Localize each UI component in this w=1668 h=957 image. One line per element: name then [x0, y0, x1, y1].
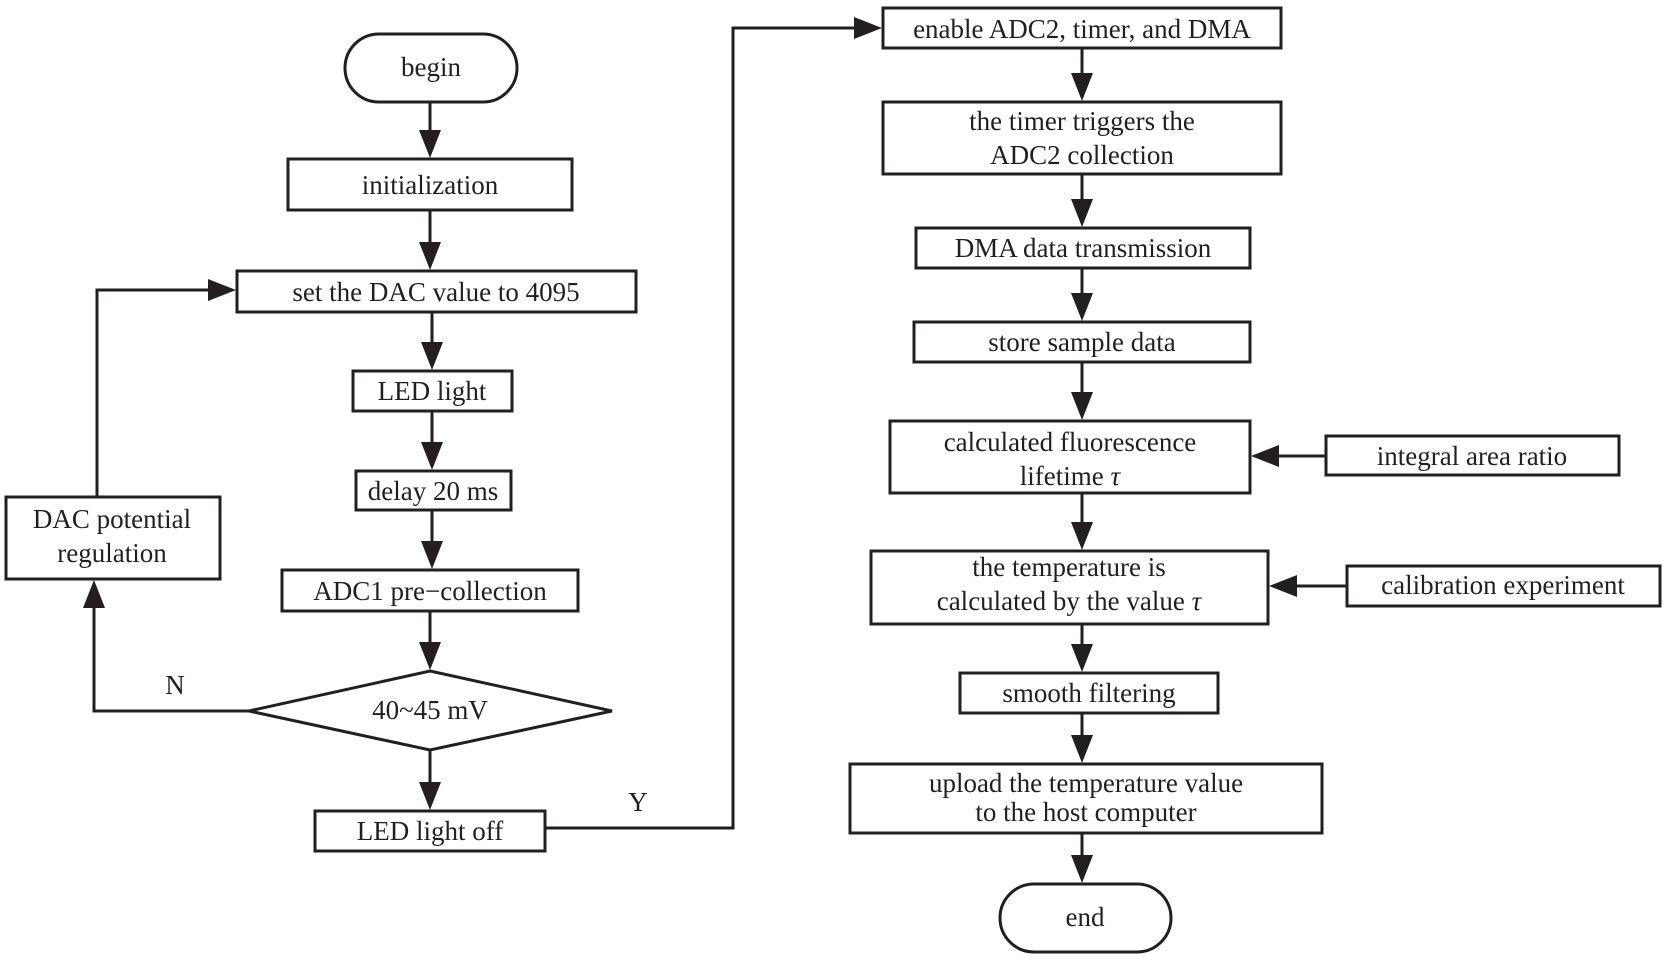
node-store: store sample data	[912, 320, 1252, 364]
smooth-label: smooth filtering	[1002, 678, 1175, 708]
connectors	[83, 17, 1347, 883]
arrow-upload-to-end	[1071, 833, 1093, 883]
set-dac-label: set the DAC value to 4095	[292, 277, 579, 307]
arrow-temperature-to-smooth	[1071, 624, 1093, 672]
arrow-initialization-to-set-dac	[419, 210, 441, 270]
node-end: end	[998, 882, 1173, 954]
node-dac-regulation: DAC potential regulation	[4, 495, 222, 581]
timer-trigger-line-1: the timer triggers the	[969, 106, 1195, 136]
node-initialization: initialization	[286, 157, 574, 212]
dma-label: DMA data transmission	[955, 233, 1212, 263]
tau-symbol: τ	[1192, 586, 1203, 616]
temperature-line-2: calculated by the value τ	[937, 586, 1203, 616]
node-delay: delay 20 ms	[354, 469, 513, 512]
arrow-begin-to-initialization	[419, 102, 441, 158]
arrow-enable-to-timer-trigger	[1071, 48, 1093, 101]
arrow-decision-no-to-dac-regulation	[83, 580, 249, 713]
node-adc1: ADC1 pre−collection	[280, 568, 580, 613]
calc-lifetime-line-2: lifetime τ	[1020, 461, 1122, 491]
node-timer-trigger: the timer triggers the ADC2 collection	[881, 100, 1283, 176]
delay-label: delay 20 ms	[368, 476, 498, 506]
arrow-adc1-to-decision	[419, 611, 441, 670]
begin-label: begin	[401, 52, 461, 82]
node-upload: upload the temperature value to the host…	[848, 762, 1324, 835]
enable-label: enable ADC2, timer, and DMA	[913, 14, 1251, 44]
arrow-dma-to-store	[1071, 268, 1093, 321]
arrow-dac-regulation-to-set-dac	[95, 279, 236, 497]
decision-label: 40~45 mV	[372, 695, 488, 725]
node-enable: enable ADC2, timer, and DMA	[881, 6, 1283, 50]
arrow-led-off-yes-to-enable	[545, 17, 882, 830]
arrow-calc-lifetime-to-temperature	[1071, 493, 1093, 550]
node-decision: 40~45 mV	[248, 669, 613, 752]
upload-line-2: to the host computer	[975, 797, 1196, 827]
dac-regulation-line-1: DAC potential	[33, 504, 191, 534]
node-smooth: smooth filtering	[958, 671, 1220, 715]
arrow-smooth-to-upload	[1071, 713, 1093, 763]
adc1-label: ADC1 pre−collection	[313, 576, 547, 606]
timer-trigger-line-2: ADC2 collection	[990, 140, 1174, 170]
node-begin: begin	[343, 32, 519, 104]
node-calc-lifetime: calculated fluorescence lifetime τ	[888, 419, 1252, 495]
node-dma: DMA data transmission	[914, 226, 1252, 270]
led-off-label: LED light off	[357, 816, 503, 846]
tau-symbol: τ	[1111, 461, 1122, 491]
arrow-set-dac-to-led-light	[421, 312, 443, 370]
node-set-dac: set the DAC value to 4095	[235, 269, 638, 314]
end-label: end	[1066, 902, 1105, 932]
arrow-integral-to-calc-lifetime	[1251, 445, 1326, 467]
initialization-label: initialization	[362, 170, 499, 200]
branch-label-yes: Y	[628, 787, 648, 817]
node-led-off: LED light off	[313, 809, 547, 853]
calc-lifetime-text: lifetime	[1020, 461, 1104, 491]
arrow-decision-to-led-off	[419, 750, 441, 810]
node-temperature: the temperature is calculated by the val…	[869, 549, 1270, 626]
calibration-label: calibration experiment	[1381, 570, 1625, 600]
node-integral: integral area ratio	[1324, 434, 1621, 477]
arrow-store-to-calc-lifetime	[1071, 362, 1093, 420]
node-calibration: calibration experiment	[1345, 564, 1662, 608]
branch-label-no: N	[165, 670, 185, 700]
store-label: store sample data	[988, 327, 1175, 357]
integral-label: integral area ratio	[1377, 441, 1567, 471]
dac-regulation-line-2: regulation	[57, 538, 167, 568]
arrow-calibration-to-temperature	[1269, 575, 1347, 597]
temperature-text: calculated by the value	[937, 586, 1185, 616]
upload-line-1: upload the temperature value	[929, 768, 1243, 798]
node-led-light: LED light	[351, 369, 514, 413]
temperature-line-1: the temperature is	[972, 552, 1165, 582]
arrow-led-light-to-delay	[421, 411, 443, 470]
arrow-delay-to-adc1	[421, 510, 443, 569]
arrow-timer-trigger-to-dma	[1071, 174, 1093, 227]
led-light-label: LED light	[378, 376, 487, 406]
calc-lifetime-line-1: calculated fluorescence	[944, 427, 1197, 457]
